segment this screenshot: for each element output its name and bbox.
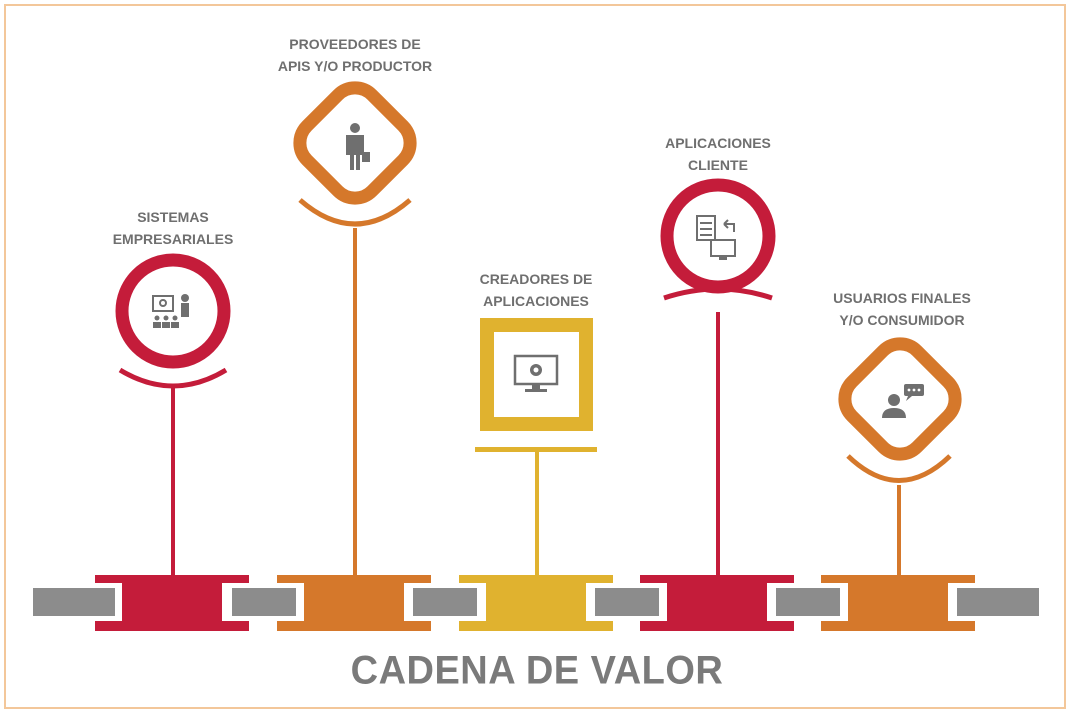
label-line: APLICACIONES xyxy=(665,135,771,151)
user-chat-icon xyxy=(882,384,924,418)
label-line: EMPRESARIALES xyxy=(112,231,234,247)
chain-link-sistemas xyxy=(95,575,249,631)
businessman-icon xyxy=(346,123,370,170)
chain-link-aplicaciones xyxy=(640,575,794,631)
chain-link-proveedores xyxy=(277,575,431,631)
node-creadores xyxy=(475,318,597,452)
label-line: CREADORES DE xyxy=(479,271,593,287)
label-line: USUARIOS FINALES xyxy=(833,290,971,306)
diagram-title: CADENA DE VALOR xyxy=(350,648,724,694)
node-usuarios xyxy=(838,337,962,483)
stem-creadores xyxy=(535,452,539,576)
server-monitor-icon xyxy=(696,215,736,260)
node-aplicaciones xyxy=(660,178,776,301)
presentation-icon xyxy=(152,294,189,328)
chain-link-usuarios xyxy=(821,575,975,631)
chain-connector xyxy=(776,588,840,616)
stem-proveedores xyxy=(353,228,357,576)
label-line: Y/O CONSUMIDOR xyxy=(839,312,965,328)
chain-connector xyxy=(232,588,296,616)
node-label-usuarios: USUARIOS FINALES Y/O CONSUMIDOR xyxy=(817,287,987,331)
stem-aplicaciones xyxy=(716,312,720,576)
stem-sistemas xyxy=(171,388,175,576)
stem-usuarios xyxy=(897,485,901,576)
label-line: PROVEEDORES DE xyxy=(289,36,421,52)
diagram-frame xyxy=(4,4,1066,709)
chain-connector xyxy=(33,588,115,616)
label-line: APLICACIONES xyxy=(483,293,589,309)
chain-connector xyxy=(595,588,659,616)
node-label-aplicaciones: APLICACIONES CLIENTE xyxy=(643,132,793,176)
chain-connector xyxy=(413,588,477,616)
label-line: APIS Y/O PRODUCTOR xyxy=(277,58,433,74)
label-line: CLIENTE xyxy=(688,157,748,173)
cradle-arc xyxy=(846,454,952,483)
cradle-arc xyxy=(118,367,228,389)
node-label-proveedores: PROVEEDORES DE APIS Y/O PRODUCTOR xyxy=(260,33,450,77)
label-line: SISTEMAS xyxy=(137,209,209,225)
cradle-arc xyxy=(298,198,412,227)
chain-connector xyxy=(957,588,1039,616)
monitor-gear-icon xyxy=(513,354,559,392)
node-label-creadores: CREADORES DE APLICACIONES xyxy=(456,268,616,312)
node-proveedores xyxy=(293,81,417,227)
chain-link-creadores xyxy=(459,575,613,631)
cradle-bar xyxy=(475,447,597,452)
node-sistemas xyxy=(115,253,231,389)
node-label-sistemas: SISTEMAS EMPRESARIALES xyxy=(98,206,248,250)
